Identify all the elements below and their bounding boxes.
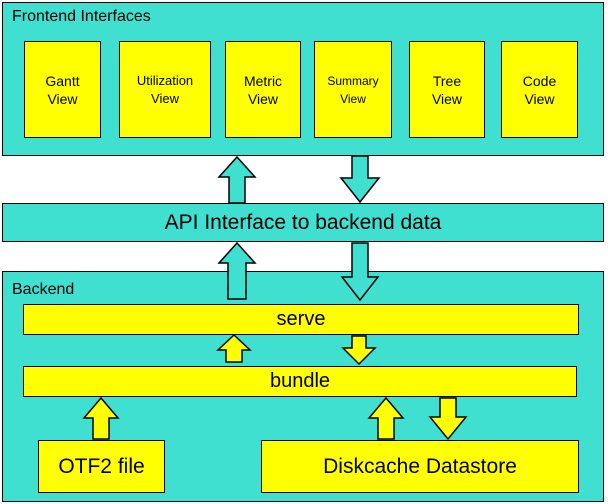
summary-view: Summary View <box>314 41 392 138</box>
arrow-down-bundle-to-diskcache <box>428 397 468 441</box>
utilization-view: Utilization View <box>119 41 211 138</box>
arrow-up-diskcache-to-bundle <box>367 396 405 440</box>
arrow-down-frontend-to-api <box>339 155 381 204</box>
serve-label: serve <box>276 308 326 330</box>
arrow-down-serve-to-bundle <box>341 335 377 366</box>
diskcache-datastore-label: Diskcache Datastore <box>323 454 517 478</box>
bundle-label: bundle <box>269 370 331 392</box>
backend-title: Backend <box>12 281 75 298</box>
serve-box: serve <box>23 304 579 335</box>
metric-view: Metric View <box>225 41 301 138</box>
tree-view: Tree View <box>409 41 485 138</box>
arrow-down-api-to-serve <box>340 242 380 302</box>
diskcache-datastore-box: Diskcache Datastore <box>261 440 579 493</box>
code-view: Code View <box>501 41 578 138</box>
api-interface-box: API Interface to backend data <box>2 203 604 242</box>
api-interface-label: API Interface to backend data <box>164 210 442 234</box>
arrow-up-otf2-to-bundle <box>82 396 120 440</box>
frontend-interfaces-title: Frontend Interfaces <box>12 8 151 25</box>
arrow-up-api-to-frontend <box>217 155 257 204</box>
arrow-up-bundle-to-serve <box>216 333 252 363</box>
arrow-up-serve-to-api <box>217 241 257 300</box>
bundle-box: bundle <box>23 366 577 397</box>
gantt-view: Gantt View <box>24 41 101 138</box>
otf2-file-box: OTF2 file <box>38 440 165 493</box>
otf2-file-label: OTF2 file <box>58 454 145 478</box>
